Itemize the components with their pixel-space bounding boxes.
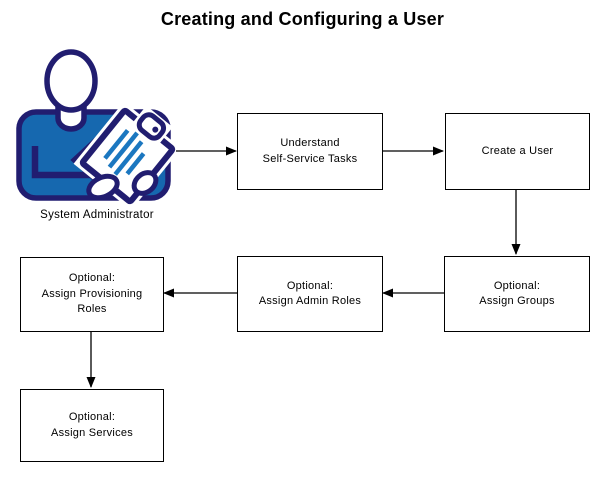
head-shape [44,49,98,113]
clipboard-clip [136,112,167,141]
node-label-line: Roles [77,303,107,316]
right-hand-shape [131,170,159,196]
flow-node-understand-self-service-tasks: Understand Self-Service Tasks [237,113,383,190]
actor-label: System Administrator [40,209,154,221]
node-label-line: Create a User [481,144,554,157]
arm-fold-line [31,146,98,179]
node-label-line: Optional: [286,279,334,292]
flow-node-optional-assign-groups: Optional: Assign Groups [444,256,590,332]
flow-node-optional-assign-provisioning-roles: Optional: Assign Provisioning Roles [20,257,164,332]
node-label-line: Optional: [68,272,116,285]
node-label-line: Assign Services [50,426,133,439]
flow-node-create-a-user: Create a User [445,113,590,190]
node-label-line: Understand [280,137,340,149]
left-hand-shape [86,173,120,201]
flow-node-optional-assign-admin-roles: Optional: Assign Admin Roles [237,256,383,332]
node-label-line: Self-Service Tasks [262,152,358,165]
person-with-clipboard-icon [16,49,182,211]
flow-node-optional-assign-services: Optional: Assign Services [20,389,164,462]
node-label-line: Assign Groups [479,295,555,307]
node-label-line: Assign Admin Roles [258,295,362,307]
clip-dot [152,126,159,133]
node-label-line: Assign Provisioning [41,287,143,300]
diagram-title: Creating and Configuring a User [160,9,445,29]
node-label-line: Optional: [68,411,116,423]
clipboard-text-lines [103,128,146,176]
node-label-line: Optional: [493,279,541,292]
